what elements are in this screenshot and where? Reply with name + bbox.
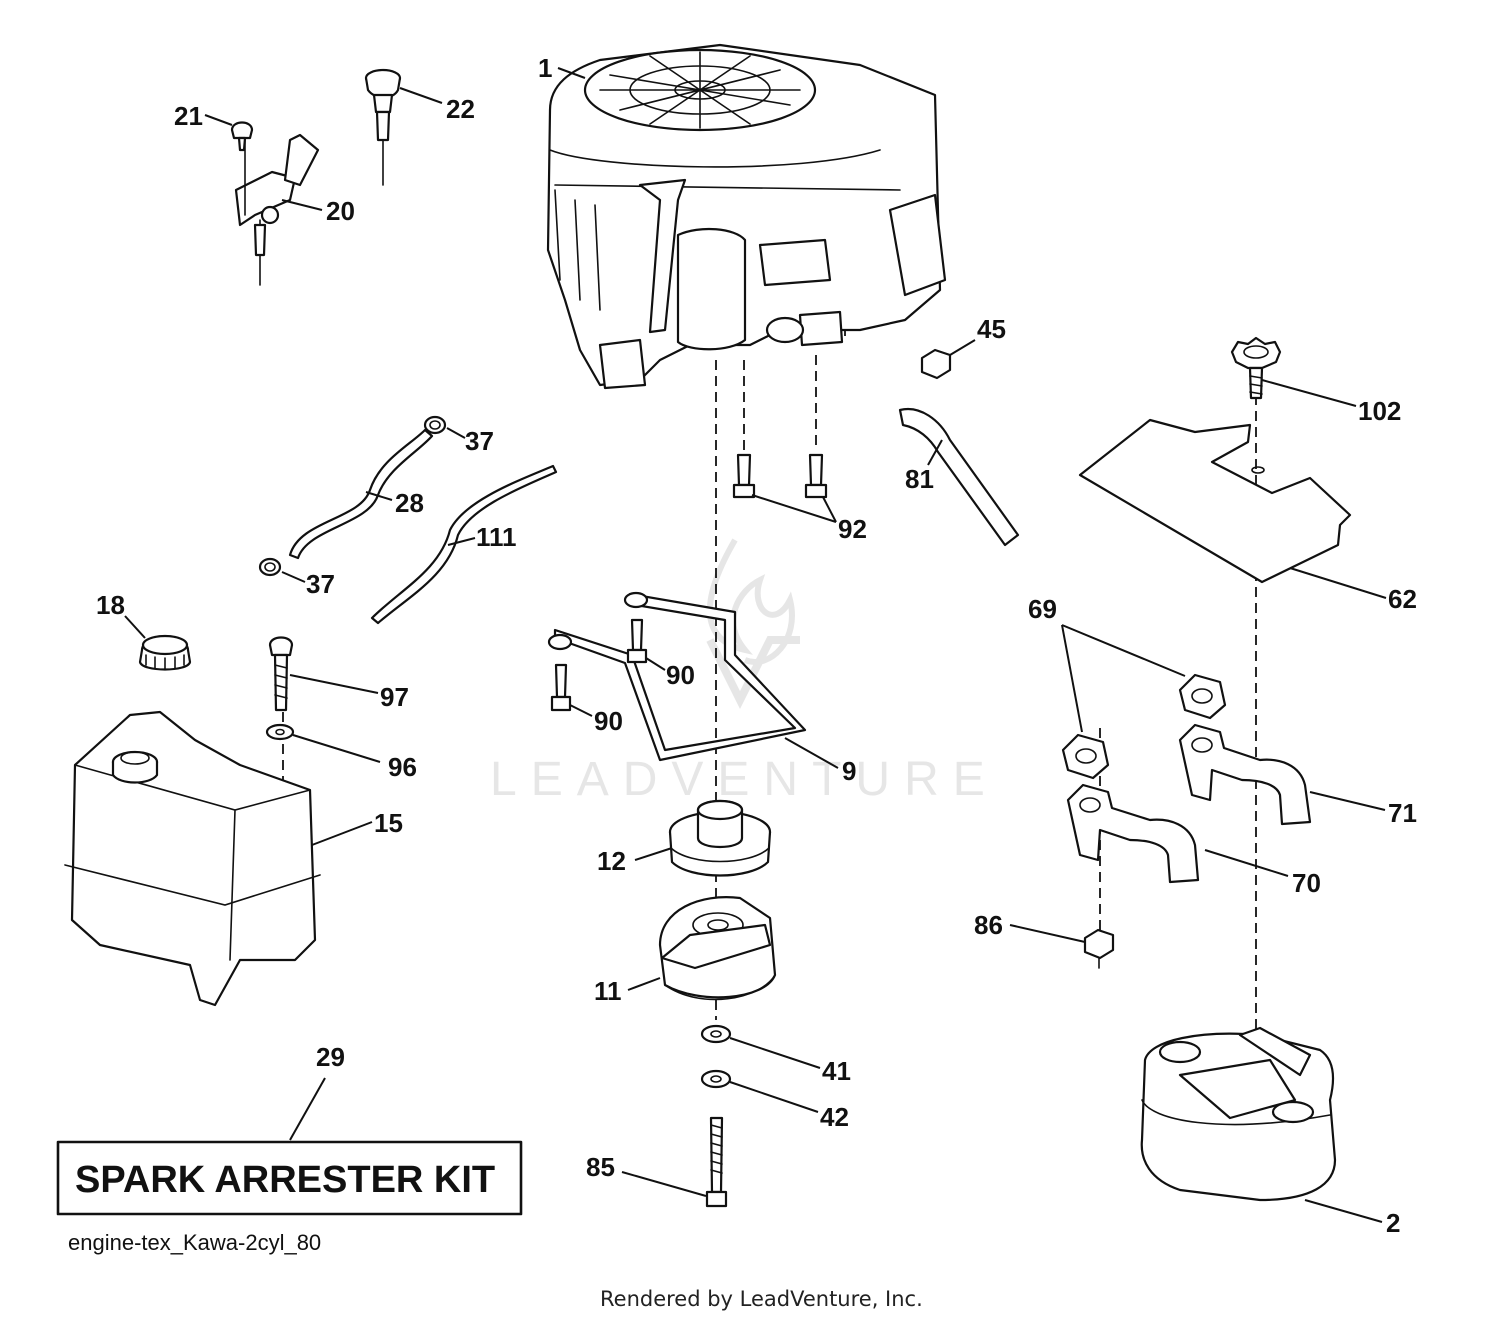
exhaust-gasket-69a[interactable] xyxy=(1178,673,1227,720)
callout-70: 70 xyxy=(1292,868,1321,898)
callout-85: 85 xyxy=(586,1152,615,1182)
clutch-bolt[interactable] xyxy=(705,1116,728,1208)
callout-28: 28 xyxy=(395,488,424,518)
callout-1: 1 xyxy=(538,53,552,83)
pulley[interactable] xyxy=(668,799,772,877)
hose-clamp-37a[interactable] xyxy=(423,415,447,435)
nut-86[interactable] xyxy=(1083,928,1115,969)
spark-arrester-kit-label: SPARK ARRESTER KIT xyxy=(75,1159,495,1201)
callout-12: 12 xyxy=(597,846,626,876)
callout-81: 81 xyxy=(905,464,934,494)
callout-20: 20 xyxy=(326,196,355,226)
callout-15: 15 xyxy=(374,808,403,838)
exhaust-gasket-69b[interactable] xyxy=(1061,733,1110,780)
engine-bolt-92a[interactable] xyxy=(732,453,756,499)
callout-37b: 37 xyxy=(306,569,335,599)
credit-text: Rendered by LeadVenture, Inc. xyxy=(600,1287,923,1311)
ignition-module xyxy=(888,193,947,297)
engine-bolt-92b[interactable] xyxy=(804,453,828,499)
spark-arrester-kit[interactable]: SPARK ARRESTER KIT xyxy=(56,1140,523,1216)
hose-111[interactable] xyxy=(370,464,558,625)
engine-bracket[interactable] xyxy=(547,591,807,762)
callout-97: 97 xyxy=(380,682,409,712)
electric-clutch[interactable] xyxy=(658,896,777,1001)
fuel-line-28[interactable] xyxy=(288,428,434,560)
oil-filter xyxy=(676,227,747,351)
watermark-text: LEADVENTURE xyxy=(490,753,999,806)
engine[interactable] xyxy=(546,43,947,390)
callout-45: 45 xyxy=(977,314,1006,344)
callout-9: 9 xyxy=(842,756,856,786)
callout-96: 96 xyxy=(388,752,417,782)
fuel-cap[interactable] xyxy=(138,634,192,671)
callout-37a: 37 xyxy=(465,426,494,456)
callout-71: 71 xyxy=(1388,798,1417,828)
screw-21[interactable] xyxy=(230,121,254,152)
washer-41[interactable] xyxy=(700,1024,732,1044)
exhaust-pipe-70[interactable] xyxy=(1066,783,1200,884)
callout-92: 92 xyxy=(838,514,867,544)
callout-102: 102 xyxy=(1358,396,1401,426)
nut-45[interactable] xyxy=(920,348,952,380)
callout-21: 21 xyxy=(174,101,203,131)
callout-69: 69 xyxy=(1028,594,1057,624)
breather-tube[interactable] xyxy=(898,407,1020,547)
callout-2: 2 xyxy=(1386,1208,1400,1238)
washer-96[interactable] xyxy=(265,723,295,741)
callout-90a: 90 xyxy=(666,660,695,690)
washer-42[interactable] xyxy=(700,1069,732,1089)
exhaust-pipe-71[interactable] xyxy=(1178,723,1312,826)
bolt-90a[interactable] xyxy=(626,618,648,664)
bolt-90b[interactable] xyxy=(550,663,572,712)
muffler[interactable] xyxy=(1140,1026,1337,1202)
callout-41: 41 xyxy=(822,1056,851,1086)
throttle-control[interactable] xyxy=(234,133,320,286)
callout-90b: 90 xyxy=(594,706,623,736)
callout-86: 86 xyxy=(974,910,1003,940)
callout-29: 29 xyxy=(316,1042,345,1072)
callout-22: 22 xyxy=(446,94,475,124)
fuel-tank[interactable] xyxy=(64,710,321,1007)
heat-shield[interactable] xyxy=(1078,418,1352,584)
callout-18: 18 xyxy=(96,590,125,620)
tank-bolt[interactable] xyxy=(268,636,294,712)
hose-clamp-37b[interactable] xyxy=(258,557,282,577)
choke-knob[interactable] xyxy=(364,68,402,186)
watermark: LEADVENTURE xyxy=(490,538,999,806)
heat-shield-knob[interactable] xyxy=(1230,336,1282,400)
callout-62: 62 xyxy=(1388,584,1417,614)
diagram-id: engine-tex_Kawa-2cyl_80 xyxy=(68,1230,321,1255)
callout-11: 11 xyxy=(594,976,622,1006)
oil-fill-tube xyxy=(638,178,687,334)
callout-42: 42 xyxy=(820,1102,849,1132)
callout-111: 111 xyxy=(476,522,517,552)
